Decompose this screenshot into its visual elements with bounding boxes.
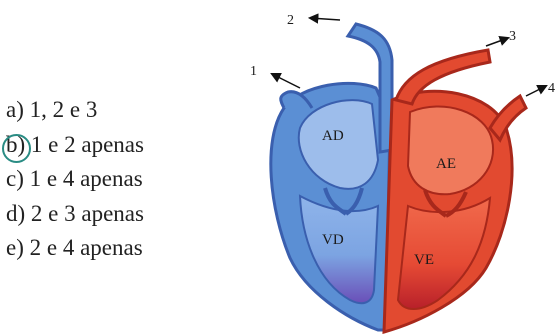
arrow-1	[272, 74, 300, 88]
label-ve: VE	[414, 252, 434, 268]
arrow-2	[310, 18, 340, 20]
label-vessel-2: 2	[287, 13, 294, 28]
label-vd: VD	[322, 232, 344, 248]
label-vessel-4: 4	[548, 81, 555, 96]
label-ae: AE	[436, 156, 456, 172]
arrow-4	[526, 86, 546, 96]
arrow-3	[486, 38, 508, 46]
label-vessel-1: 1	[250, 64, 257, 79]
label-vessel-3: 3	[509, 29, 516, 44]
label-ad: AD	[322, 128, 344, 144]
